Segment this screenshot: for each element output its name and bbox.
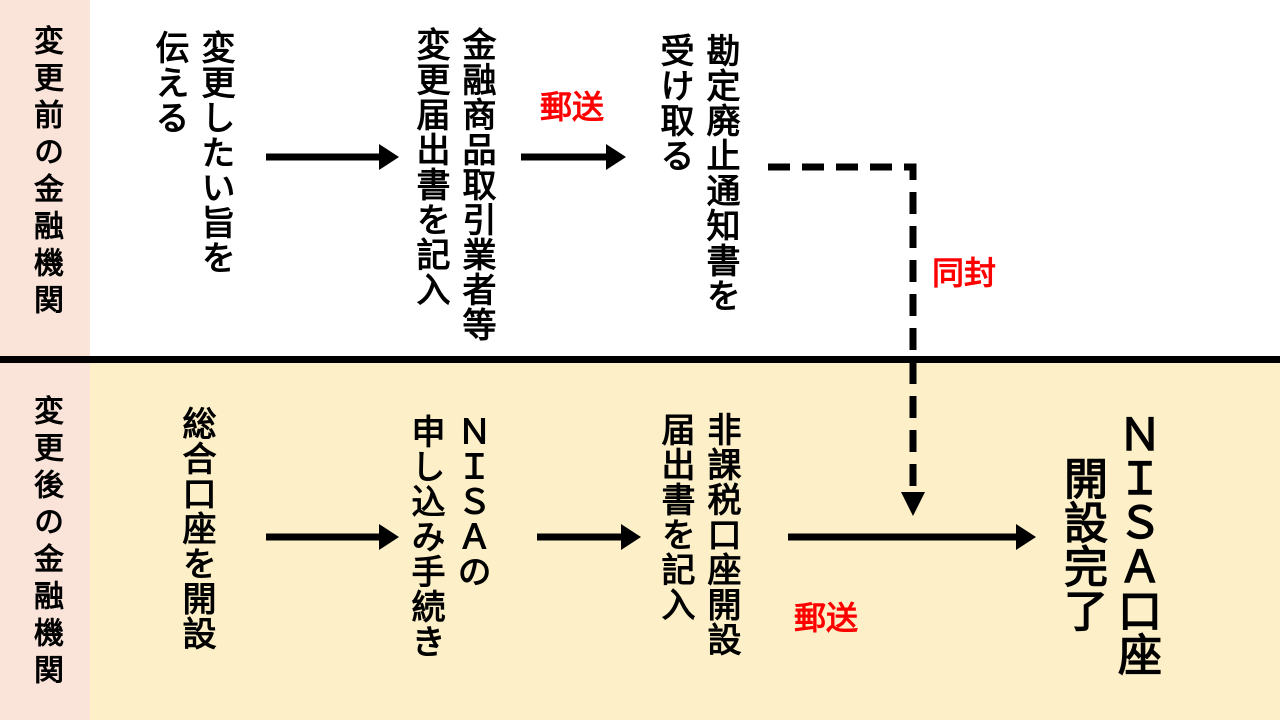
before-step-receive-notice: 勘定廃止通知書を 受け取る [655,33,739,313]
enclose-label: 同封 [932,255,997,291]
lane-after-label: 変更後の金融機関 [29,395,62,691]
after-step-nisa-complete: ＮＩＳＡ口座 開設完了 [1057,412,1160,676]
before-step-tell-intent: 変更したい旨を 伝える [150,30,234,275]
before-mail-label: 郵送 [540,89,605,125]
after-step-open-general-account: 総合口座を開設 [177,406,215,651]
after-step-nisa-application: ＮＩＳＡの 申し込み手続き [406,414,490,659]
lane-after-bg [90,363,1280,720]
after-step-fill-taxfree-form: 非課税口座開設 届出書を記入 [656,412,740,657]
before-step-fill-change-form: 金融商品取引業者等 変更届出書を記入 [411,27,495,342]
lane-before-label: 変更前の金融機関 [29,25,62,321]
after-mail-label: 郵送 [794,600,859,636]
lane-divider [0,356,1280,363]
arrow-before-1-icon [266,144,399,170]
arrow-before-2-mail-icon [521,144,626,170]
